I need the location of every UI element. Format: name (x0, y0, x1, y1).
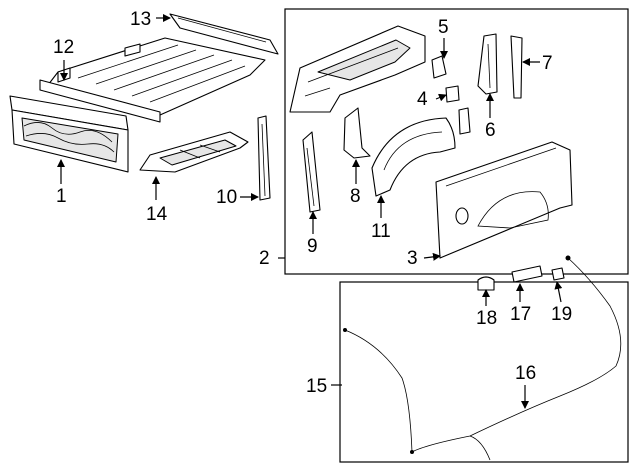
callout-7: 7 (542, 53, 553, 74)
callout-10: 10 (216, 187, 237, 208)
callout-1: 1 (56, 186, 67, 207)
part-11-wheelhouse (371, 117, 456, 197)
part-17-clip (511, 265, 543, 283)
part-8-bracket (343, 107, 371, 159)
callout-19: 19 (551, 304, 572, 325)
callout-18: 18 (476, 308, 497, 329)
callout-12: 12 (53, 37, 74, 58)
part-10-front-pillar (257, 115, 271, 201)
callout-15: 15 (306, 376, 327, 397)
part-19-connector (551, 267, 565, 281)
part-13-front-rail (169, 13, 279, 55)
part-inner-panel (289, 25, 426, 113)
part-9-rear-pillar (302, 131, 321, 213)
callout-16: 16 (515, 363, 536, 384)
callout-4: 4 (417, 89, 428, 110)
callout-11: 11 (371, 221, 391, 242)
part-18-fastener (477, 276, 495, 291)
callout-3: 3 (407, 248, 418, 269)
callout-17: 17 (510, 304, 531, 325)
callout-6: 6 (485, 120, 496, 141)
part-12-bed-floor (39, 37, 266, 123)
part-5-bracket (431, 55, 447, 79)
callout-9: 9 (307, 236, 318, 257)
callout-leaders (57, 14, 563, 409)
part-4-plate (445, 85, 460, 103)
callout-14: 14 (146, 204, 168, 225)
callout-13: 13 (130, 9, 151, 30)
part-small-bracket (458, 107, 471, 135)
part-1-tailgate (9, 95, 129, 173)
part-7-pillar (510, 35, 523, 99)
part-6-pillar (477, 33, 498, 95)
callout-8: 8 (350, 186, 361, 207)
part-3-outer-panel (435, 141, 573, 259)
part-16-wiring-harness (343, 255, 622, 461)
part-14-floor-support (139, 131, 249, 173)
callout-5: 5 (438, 17, 449, 38)
side-panel-group-box (284, 8, 629, 275)
callout-2: 2 (259, 248, 270, 269)
